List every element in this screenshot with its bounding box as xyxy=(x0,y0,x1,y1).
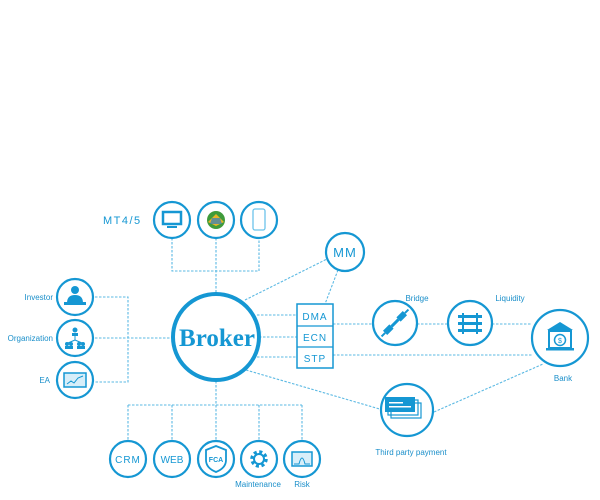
ecn-label[interactable]: ECN xyxy=(303,333,327,344)
maintenance-node[interactable] xyxy=(239,439,279,479)
investor-icon[interactable] xyxy=(55,277,95,317)
bank-label: Bank xyxy=(554,374,573,383)
bridge-label: Bridge xyxy=(405,294,429,303)
risk-label: Risk xyxy=(294,480,311,489)
liquidity-label: Liquidity xyxy=(495,294,524,303)
dma-label[interactable]: DMA xyxy=(302,312,327,323)
fca-node[interactable]: FCA xyxy=(196,439,236,479)
stp-label[interactable]: STP xyxy=(304,354,326,365)
organization-label: Organization xyxy=(8,334,53,343)
organization-icon[interactable] xyxy=(55,318,95,358)
web-node[interactable]: WEB xyxy=(152,439,192,479)
crm-label: CRM xyxy=(115,455,141,466)
gear-icon xyxy=(250,450,268,468)
fca-label: FCA xyxy=(209,457,223,464)
investor-label: Investor xyxy=(25,293,54,302)
maintenance-label: Maintenance xyxy=(235,480,281,489)
bridge-icon[interactable] xyxy=(371,299,419,347)
broker-label: Broker xyxy=(179,325,255,352)
web-label: WEB xyxy=(161,455,184,466)
metatrader-logo[interactable] xyxy=(196,200,236,240)
crm-node[interactable]: CRM xyxy=(108,439,148,479)
connectors xyxy=(95,238,544,441)
shield-icon xyxy=(205,445,227,473)
risk-node[interactable] xyxy=(282,439,322,479)
payment-icon[interactable] xyxy=(379,382,435,438)
dollar-icon: $ xyxy=(558,338,562,345)
desktop-icon[interactable] xyxy=(152,200,192,240)
bank-icon[interactable]: $ xyxy=(530,308,590,368)
chart-icon[interactable] xyxy=(55,360,95,400)
execution-models: DMA ECN STP xyxy=(296,303,334,369)
payment-label: Third party payment xyxy=(375,448,447,457)
ea-label: EA xyxy=(39,376,50,385)
liquidity-icon[interactable] xyxy=(446,299,494,347)
mobile-icon[interactable] xyxy=(239,200,279,240)
broker-node[interactable]: Broker xyxy=(171,292,261,382)
mm-node[interactable]: MM xyxy=(324,231,366,273)
mt45-label: MT4/5 xyxy=(103,215,142,227)
risk-chart-icon xyxy=(291,451,313,467)
mm-label: MM xyxy=(333,245,357,260)
